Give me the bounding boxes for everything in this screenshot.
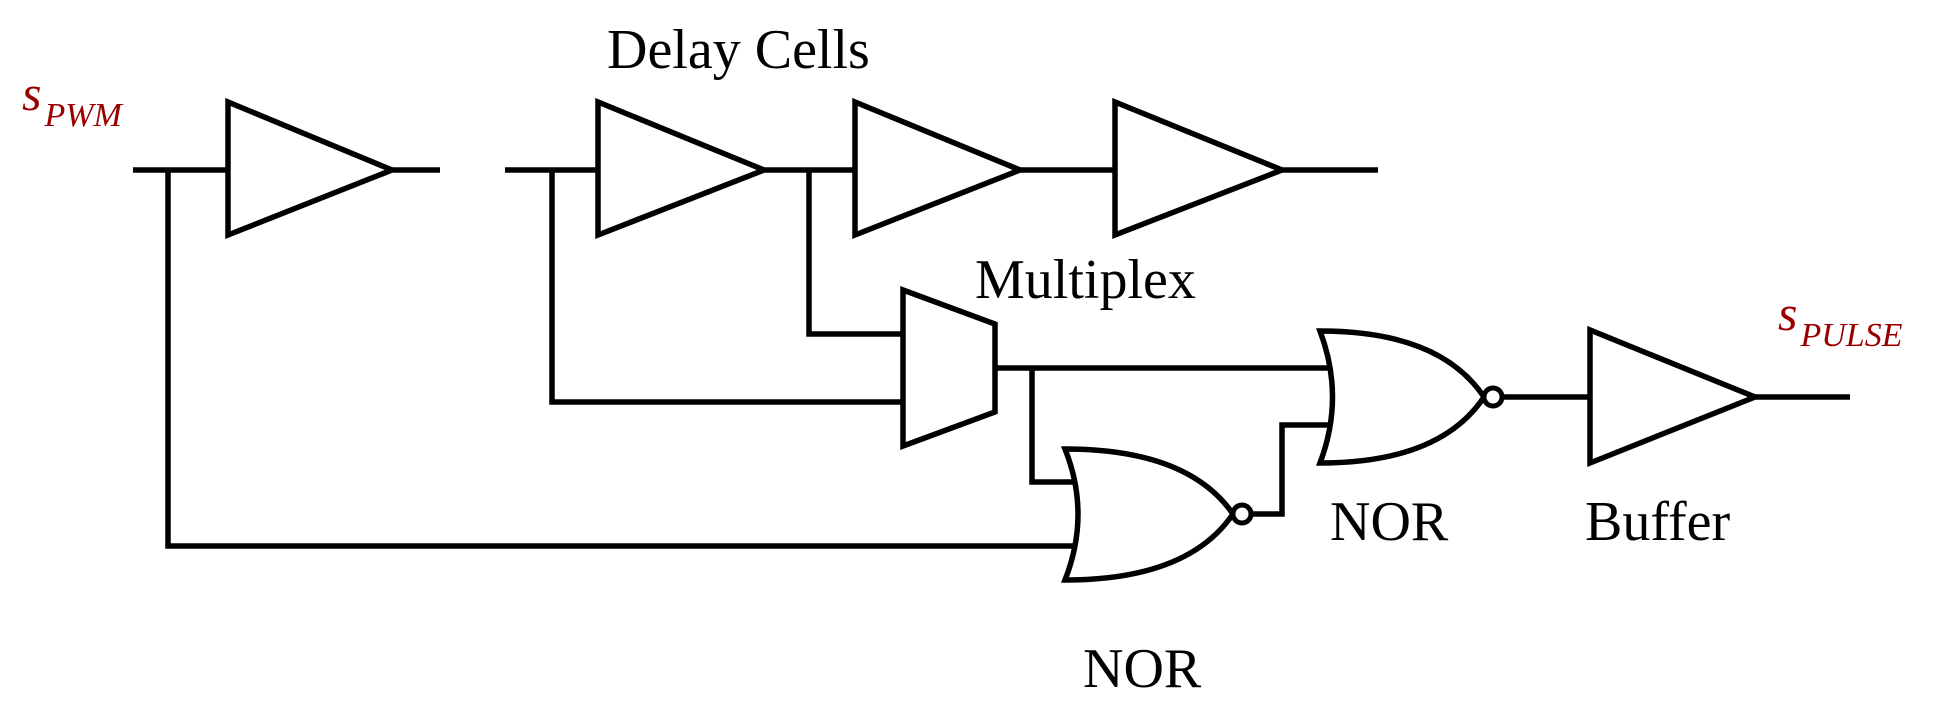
lower-nor-inversion-bubble — [1230, 502, 1254, 526]
input-signal-label: sPWM — [22, 65, 124, 134]
input-to-lower-nor-wire — [165, 170, 1080, 549]
mux-to-lower-nor-wire — [1029, 368, 1080, 485]
upper-nor-gate-symbol — [1316, 328, 1488, 466]
delay-cell-2-symbol — [852, 97, 1028, 240]
input-signal-main: s — [22, 65, 41, 121]
output-signal-subscript: PULSE — [1799, 317, 1902, 354]
lower-nor-gate-symbol — [1060, 446, 1237, 583]
delay-tap-1-wire — [806, 170, 903, 337]
delay-tap-0-wire — [549, 170, 903, 405]
output-signal-main: s — [1778, 285, 1797, 341]
upper-nor-inversion-bubble — [1481, 385, 1505, 409]
output-signal-label: sPULSE — [1778, 285, 1903, 354]
buffer-label: Buffer — [1585, 491, 1730, 553]
delay-cells-label: Delay Cells — [607, 19, 870, 81]
lower-nor-to-upper-nor-wire — [1253, 422, 1345, 517]
output-buffer-symbol — [1587, 325, 1763, 468]
lower-nor-label: NOR — [1083, 638, 1202, 700]
wires — [133, 167, 1850, 549]
input-buffer-symbol — [225, 97, 400, 240]
multiplexer-symbol — [900, 286, 998, 450]
upper-nor-label: NOR — [1330, 491, 1449, 553]
input-signal-subscript: PWM — [43, 97, 123, 134]
multiplex-label: Multiplex — [975, 249, 1196, 311]
delay-cell-3-symbol — [1112, 97, 1290, 240]
delay-cell-1-symbol — [595, 97, 772, 240]
